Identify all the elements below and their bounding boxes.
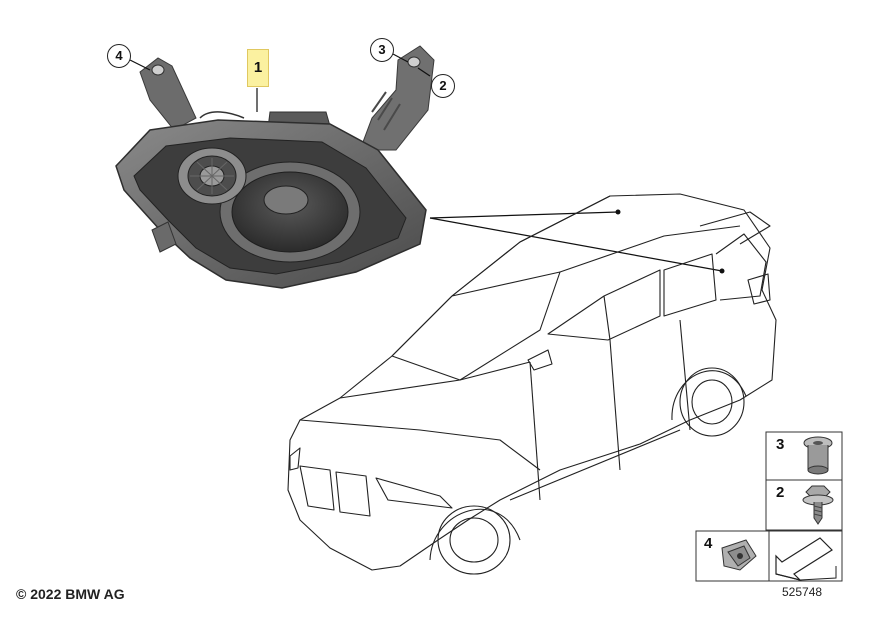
speaker-assembly [115,45,435,289]
rivet-nut-icon [803,436,833,475]
parts-table [695,431,843,582]
attach-point [719,268,725,274]
table-part-4: 4 [704,535,713,552]
table-part-3: 3 [776,436,785,453]
copyright-text: © 2022 BMW AG [16,586,125,602]
image-number: 525748 [782,585,823,599]
vehicle-outline [287,193,777,575]
table-part-2: 2 [776,484,785,501]
arrow-icon [775,537,837,582]
callout-2: 2 [431,74,455,98]
hex-bolt-icon [802,485,834,525]
clip-nut-icon [721,539,757,571]
callout-1: 1 [247,49,269,87]
attach-point [615,209,621,215]
leader-lines [129,53,723,272]
callout-4: 4 [107,44,131,68]
callout-3: 3 [370,38,394,62]
